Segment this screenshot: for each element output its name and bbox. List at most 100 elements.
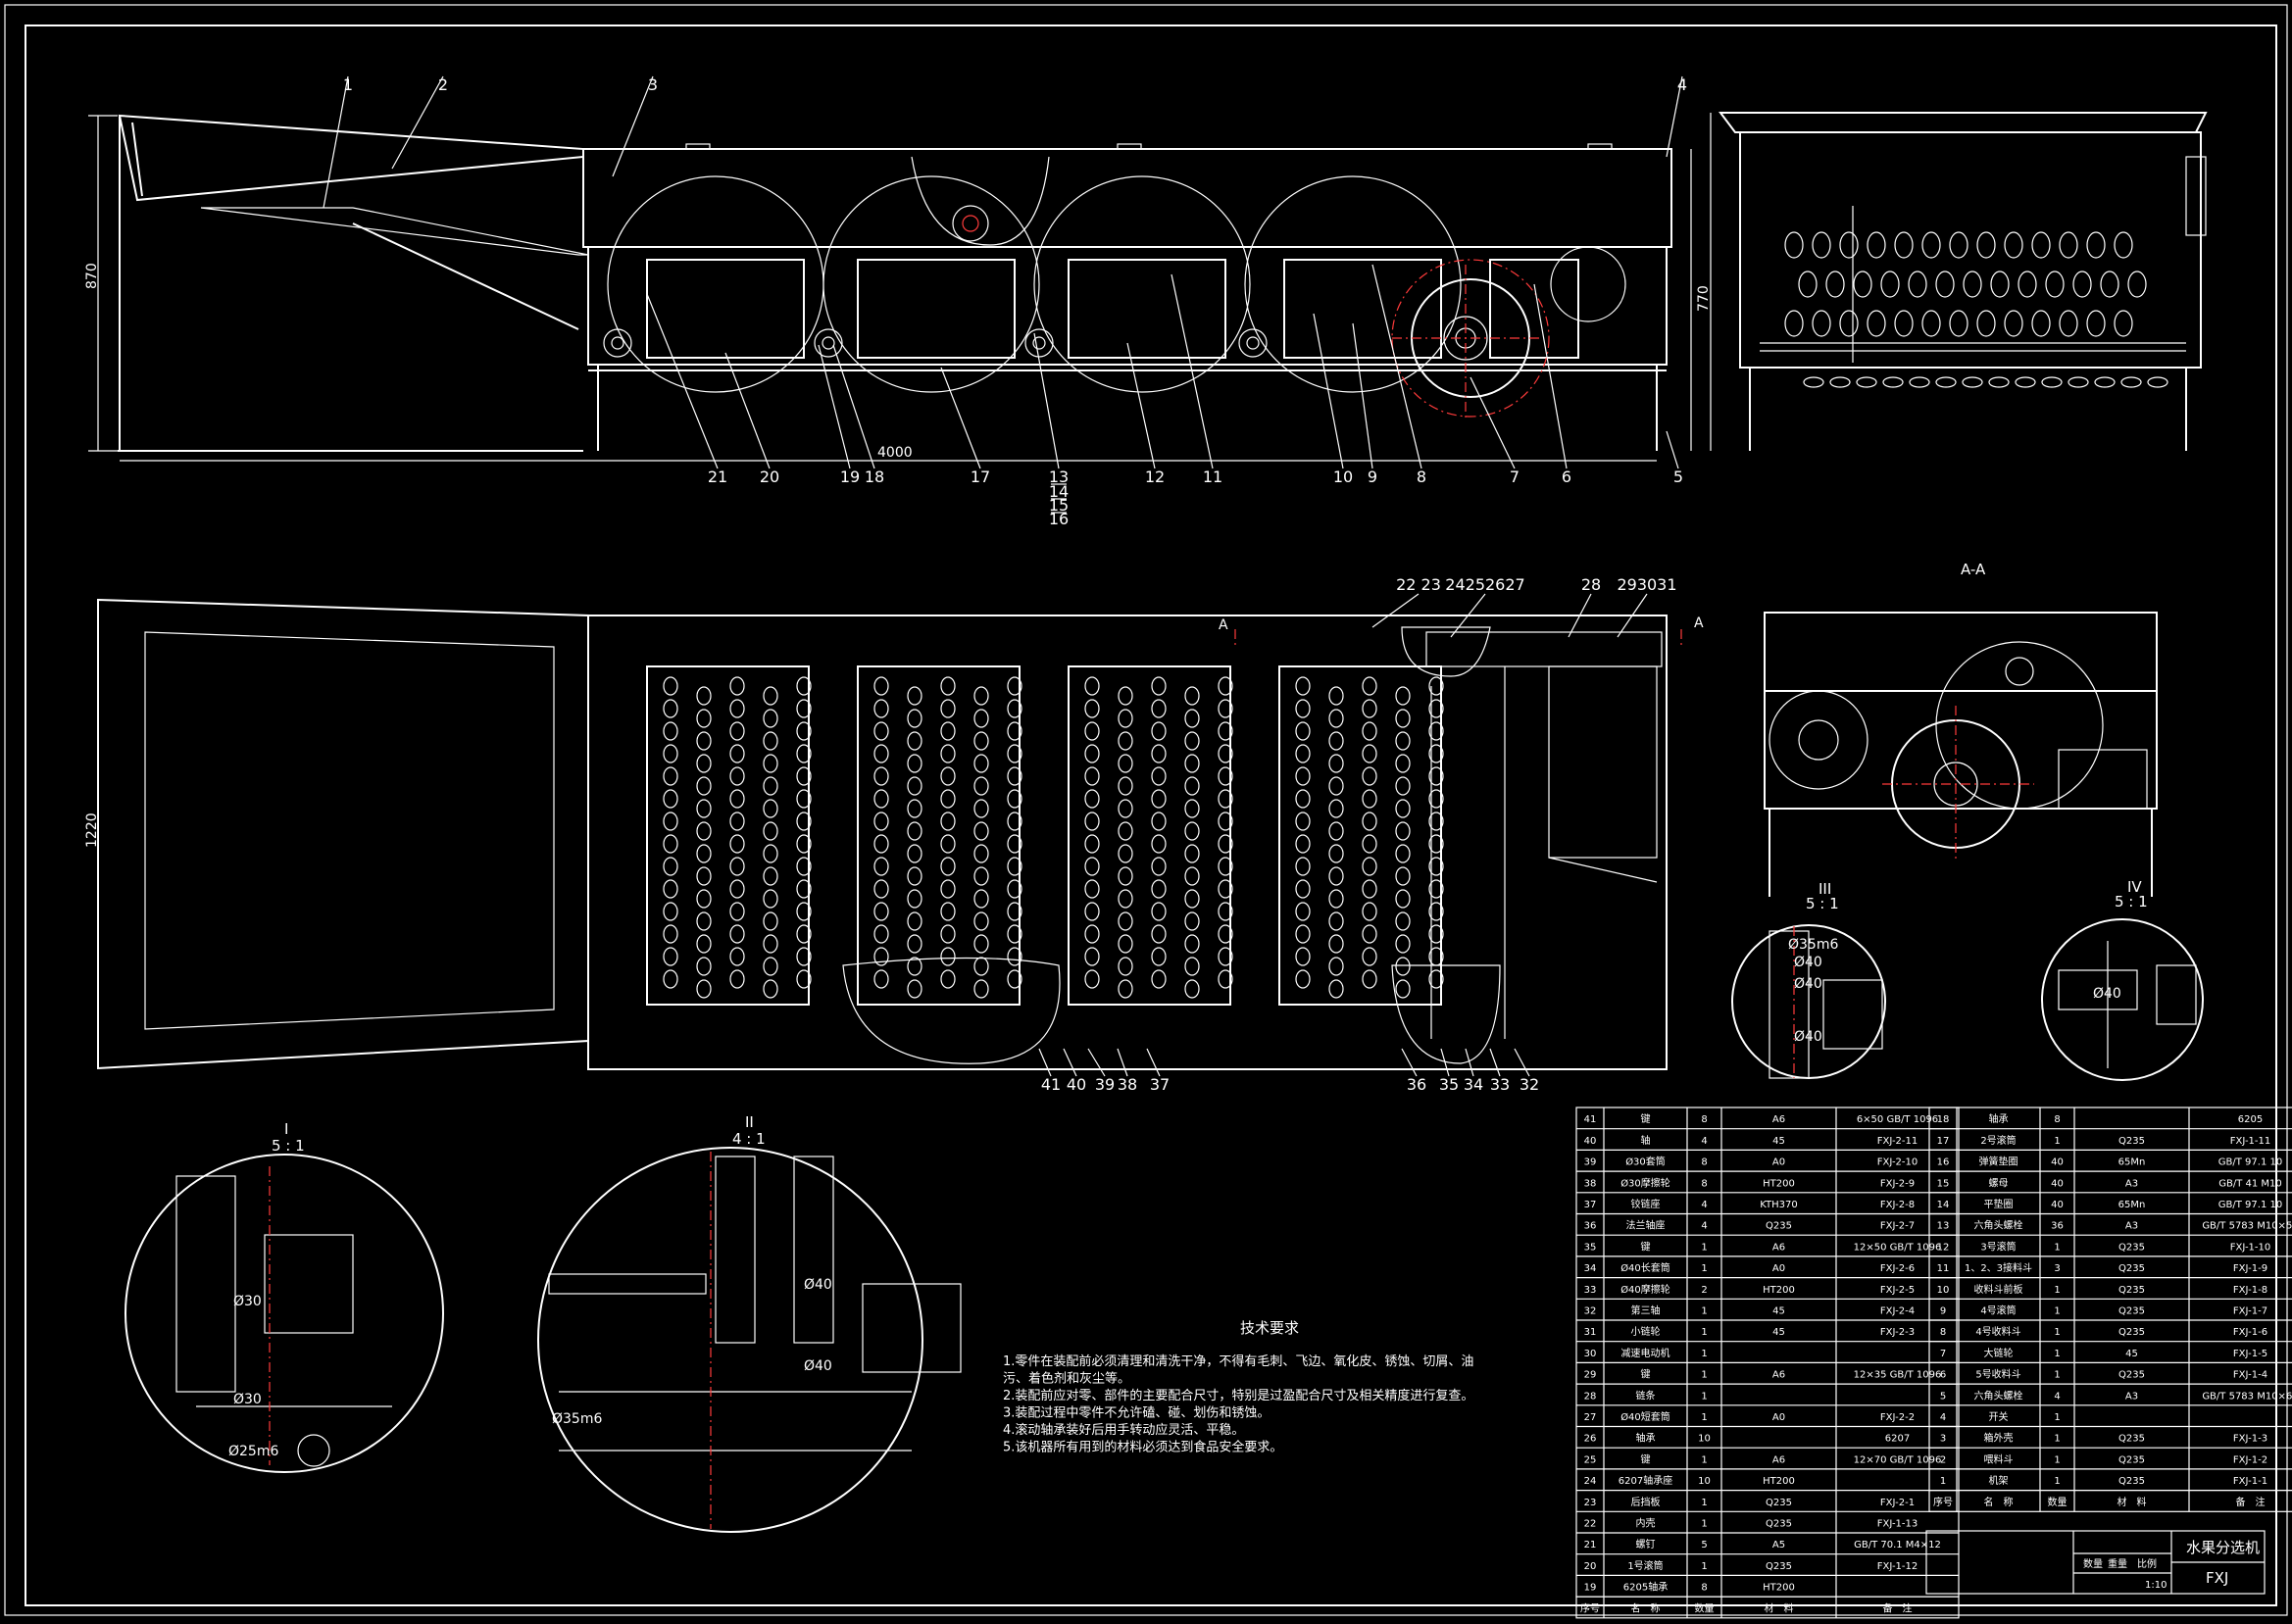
balloon-35: 35 xyxy=(1439,1075,1459,1094)
perforation-hole xyxy=(1184,821,1200,841)
bom-cell: 10 xyxy=(1937,1285,1950,1296)
perforation-hole xyxy=(973,844,989,863)
bom-header-cell: 数量 xyxy=(1695,1601,1715,1614)
bom-cell: 26 xyxy=(1584,1434,1597,1445)
bom-cell: FXJ-1-1 xyxy=(2233,1476,2267,1487)
bom-cell: 36 xyxy=(1584,1221,1597,1232)
perforation-hole xyxy=(1084,924,1100,944)
perforation-hole xyxy=(1428,969,1444,989)
bom-cell: 8 xyxy=(1940,1327,1946,1338)
perforation-hole xyxy=(907,821,922,841)
perforation-hole xyxy=(729,857,745,876)
perforation-hole xyxy=(907,934,922,954)
perforation-hole xyxy=(796,766,812,786)
bom-cell: FXJ-1-7 xyxy=(2233,1305,2267,1316)
front-view xyxy=(88,114,1692,462)
side-perforation-hole xyxy=(1784,231,1804,259)
perforation-hole xyxy=(1118,709,1133,728)
fit-11: Ø40 xyxy=(2093,986,2121,1002)
bom-cell: 7 xyxy=(1940,1349,1946,1359)
perforation-hole xyxy=(696,911,712,931)
perforation-hole xyxy=(1428,676,1444,696)
balloon-3: 3 xyxy=(648,75,658,94)
bom-cell: 12 xyxy=(1937,1242,1950,1253)
bom-cell: GB/T 41 M10 xyxy=(2218,1178,2282,1189)
side-roller-hole xyxy=(1935,376,1957,388)
perforation-hole xyxy=(1395,866,1411,886)
side-perforation-hole xyxy=(2031,310,2051,337)
perforation-hole xyxy=(907,979,922,999)
side-perforation-hole xyxy=(1867,231,1886,259)
perforation-hole xyxy=(1362,812,1377,831)
bom-cell: 4 xyxy=(2054,1391,2060,1402)
bom-cell: 12×50 GB/T 1096 xyxy=(1854,1242,1942,1253)
bom-cell: A6 xyxy=(1772,1370,1785,1381)
bom-header-cell: 备 注 xyxy=(2236,1496,2266,1508)
perforation-hole xyxy=(1007,676,1022,696)
bom-cell: 12×70 GB/T 1096 xyxy=(1854,1454,1942,1465)
side-perforation-hole xyxy=(1921,310,1941,337)
perforation-hole xyxy=(1118,866,1133,886)
leader-line xyxy=(1038,1048,1052,1077)
balloon-7: 7 xyxy=(1510,468,1520,486)
perforation-hole xyxy=(873,969,889,989)
bom-cell: 键 xyxy=(1641,1452,1651,1465)
bom-cell: FXJ-2-6 xyxy=(1880,1263,1915,1274)
leader-line xyxy=(818,344,851,469)
perforation-hole xyxy=(1084,879,1100,899)
perforation-hole xyxy=(940,699,956,718)
perforation-hole xyxy=(1295,947,1311,966)
perforation-hole xyxy=(1362,676,1377,696)
bom-cell: 链条 xyxy=(1636,1389,1656,1402)
perforation-hole xyxy=(663,699,678,718)
bom-cell: FXJ-1-3 xyxy=(2233,1434,2267,1445)
bom-cell: Q235 xyxy=(2118,1305,2145,1316)
bom-cell: A6 xyxy=(1772,1454,1785,1465)
bom-header-cell: 备 注 xyxy=(1883,1601,1913,1614)
perforation-hole xyxy=(1428,789,1444,809)
bom-cell: HT200 xyxy=(1763,1476,1795,1487)
perforation-hole xyxy=(1007,834,1022,854)
bom-cell: FXJ-2-4 xyxy=(1880,1305,1915,1316)
perforation-hole xyxy=(763,686,778,706)
perforation-hole xyxy=(696,709,712,728)
balloon-14: 14 xyxy=(1049,482,1069,501)
side-perforation-hole xyxy=(1990,271,2010,298)
inner-border xyxy=(25,25,2277,1606)
perforation-hole xyxy=(1362,857,1377,876)
perforation-hole xyxy=(1218,676,1233,696)
perforation-hole xyxy=(1295,969,1311,989)
perforation-hole xyxy=(1084,834,1100,854)
perforation-hole xyxy=(663,812,678,831)
bom-cell: Q235 xyxy=(1766,1498,1792,1508)
bom-cell: FXJ-1-4 xyxy=(2233,1370,2267,1381)
side-perforation-hole xyxy=(2086,310,2106,337)
outer-border xyxy=(4,4,2288,1616)
bom-cell: 小链轮 xyxy=(1631,1325,1661,1338)
perforation-hole xyxy=(973,911,989,931)
perforation-hole xyxy=(907,957,922,976)
perforation-hole xyxy=(1362,969,1377,989)
perforation-hole xyxy=(907,686,922,706)
bom-cell: Ø40摩擦轮 xyxy=(1620,1283,1670,1296)
bom-cell: 10 xyxy=(1698,1434,1711,1445)
perforation-hole xyxy=(1184,889,1200,909)
leader-line xyxy=(1352,322,1373,469)
tech-requirements-title: 技术要求 xyxy=(1240,1319,1299,1337)
bom-cell: A6 xyxy=(1772,1114,1785,1125)
bom-cell: FXJ-1-11 xyxy=(2230,1136,2271,1147)
bom-cell: 21 xyxy=(1584,1540,1597,1550)
bom-cell: 6207轴承座 xyxy=(1619,1474,1672,1487)
perforation-hole xyxy=(1084,766,1100,786)
perforation-hole xyxy=(763,709,778,728)
perforation-hole xyxy=(763,866,778,886)
perforation-hole xyxy=(663,879,678,899)
perforation-hole xyxy=(1395,979,1411,999)
balloon-1: 1 xyxy=(343,75,353,94)
balloon-12: 12 xyxy=(1145,468,1165,486)
perforation-hole xyxy=(729,699,745,718)
balloon-34: 34 xyxy=(1464,1075,1483,1094)
bom-cell: Q235 xyxy=(2118,1434,2145,1445)
perforation-hole xyxy=(696,979,712,999)
